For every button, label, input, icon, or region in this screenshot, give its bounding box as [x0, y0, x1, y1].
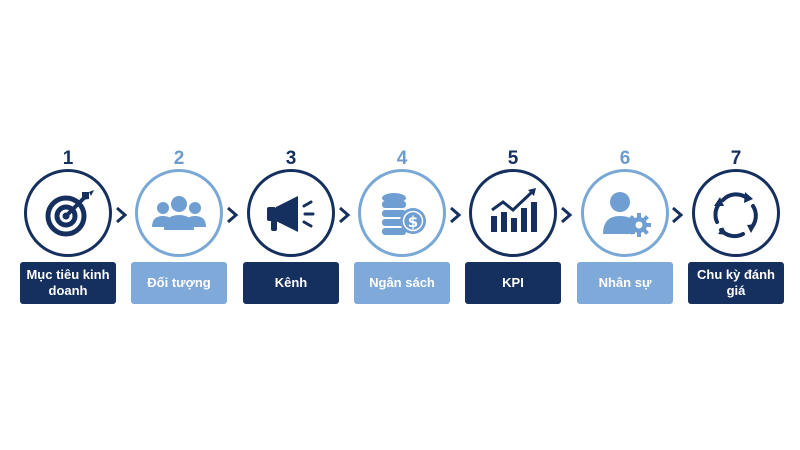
arrow-icon — [672, 206, 684, 224]
step-number: 7 — [730, 148, 742, 169]
step-6: 6 Nhân sự — [575, 148, 675, 308]
people-group-icon — [152, 196, 206, 230]
arrow-icon — [561, 206, 573, 224]
step-number: 2 — [173, 148, 185, 169]
step-1: 1 Mục tiêu kinh doanh — [18, 148, 118, 308]
step-7: 7 Chu kỳ đánh giá — [686, 148, 786, 308]
step-circle — [692, 169, 780, 257]
step-label: Ngân sách — [354, 262, 450, 304]
svg-text:$: $ — [408, 213, 418, 231]
arrow-icon — [116, 206, 128, 224]
step-label: KPI — [465, 262, 561, 304]
user-gear-icon — [603, 192, 651, 237]
step-number: 6 — [619, 148, 631, 169]
arrow-icon — [227, 206, 239, 224]
step-label: Chu kỳ đánh giá — [688, 262, 784, 304]
step-circle — [581, 169, 669, 257]
step-circle — [469, 169, 557, 257]
coins-dollar-icon: $ — [382, 193, 426, 235]
step-4: 4 $ Ngân sách — [352, 148, 452, 308]
step-circle — [247, 169, 335, 257]
step-circle — [24, 169, 112, 257]
step-3: 3 Kênh — [241, 148, 341, 308]
megaphone-icon — [267, 196, 315, 232]
step-label: Đối tượng — [131, 262, 227, 304]
step-label: Nhân sự — [577, 262, 673, 304]
target-icon — [45, 190, 94, 237]
step-number: 5 — [507, 148, 519, 169]
step-number: 1 — [62, 148, 74, 169]
step-number: 3 — [285, 148, 297, 169]
cycle-arrows-icon — [713, 192, 758, 239]
bar-chart-trend-icon — [491, 188, 537, 232]
step-label: Mục tiêu kinh doanh — [20, 262, 116, 304]
arrow-icon — [450, 206, 462, 224]
step-5: 5 KPI — [463, 148, 563, 308]
step-circle: $ — [358, 169, 446, 257]
step-2: 2 Đối tượng — [129, 148, 229, 308]
step-number: 4 — [396, 148, 408, 169]
step-circle — [135, 169, 223, 257]
step-label: Kênh — [243, 262, 339, 304]
arrow-icon — [339, 206, 351, 224]
